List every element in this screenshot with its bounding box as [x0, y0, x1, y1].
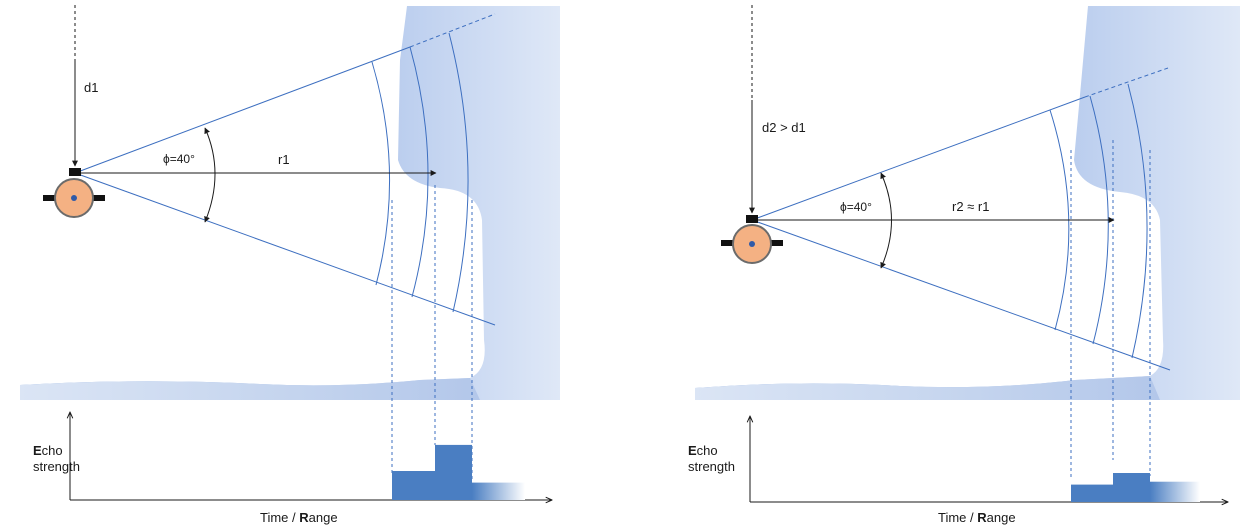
echo-profile-left	[392, 444, 525, 500]
panel-left: d1 r1 ϕ=40° Echo strength Time / Range	[20, 5, 560, 525]
echo-bar	[1113, 473, 1150, 502]
range-label: r1	[278, 152, 290, 167]
echo-bar	[392, 471, 435, 500]
angle-arc	[880, 172, 892, 269]
echo-bar	[1071, 484, 1113, 502]
depth-label: d2 > d1	[762, 120, 806, 135]
depth-label: d1	[84, 80, 98, 95]
transducer	[721, 215, 783, 264]
sonar-beam	[751, 67, 1171, 480]
echo-bar	[1150, 481, 1200, 502]
echo-axis-label-line2: strength	[33, 459, 80, 474]
seabed-wall	[20, 6, 560, 400]
time-axis-prefix: Time /	[938, 510, 977, 525]
echo-axis-label-rest: cho	[42, 443, 63, 458]
time-axis-suffix: ange	[309, 510, 338, 525]
transducer	[43, 168, 105, 218]
panel-right: d2 > d1 r2 ≈ r1 ϕ=40° Echo strength Time…	[688, 5, 1240, 525]
echo-axis-label: Echo	[33, 443, 63, 458]
time-axis-label: Time / Range	[938, 510, 1016, 525]
echo-bar	[435, 444, 472, 500]
time-axis-label: Time / Range	[260, 510, 338, 525]
angle-arc	[204, 127, 216, 223]
time-axis-bold: R	[299, 510, 309, 525]
angle-label: ϕ=40°	[840, 200, 872, 214]
echo-axis-label: Echo	[688, 443, 718, 458]
echo-profile-right	[1071, 473, 1200, 502]
seabed-wall	[695, 6, 1240, 400]
time-axis-prefix: Time /	[260, 510, 299, 525]
echo-axis-label-bold: E	[688, 443, 697, 458]
range-label: r2 ≈ r1	[952, 199, 989, 214]
echo-axis-label-line2: strength	[688, 459, 735, 474]
time-axis-bold: R	[977, 510, 987, 525]
echo-bar	[472, 482, 525, 500]
echo-axis-label-rest: cho	[697, 443, 718, 458]
echo-axis-label-bold: E	[33, 443, 42, 458]
angle-label: ϕ=40°	[163, 152, 195, 166]
sonar-beam	[74, 13, 496, 480]
time-axis-suffix: ange	[987, 510, 1016, 525]
